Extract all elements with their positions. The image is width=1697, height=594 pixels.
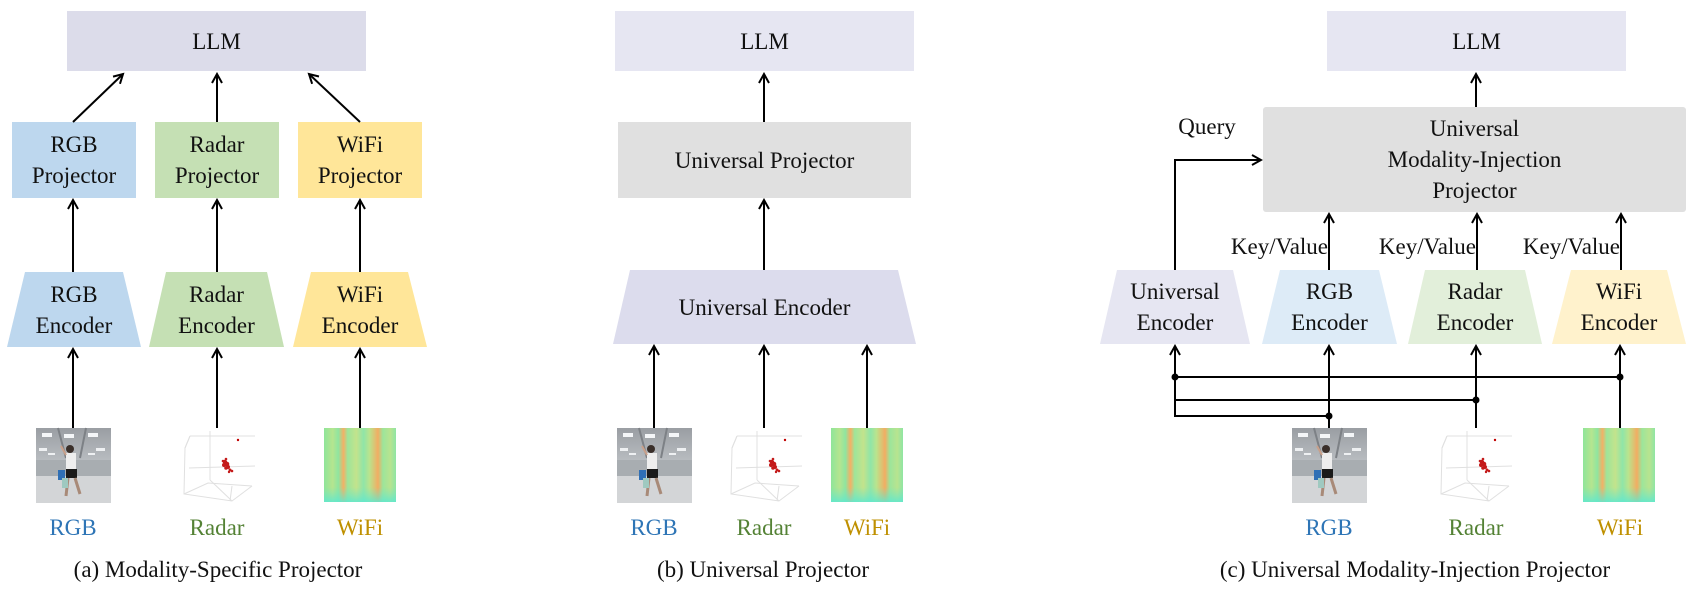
- radar-projector-a: Radar Projector: [155, 122, 279, 198]
- wifi-projector-a: WiFi Projector: [298, 122, 422, 198]
- key-value-label-radar: Key/Value: [1378, 234, 1476, 259]
- rgb-encoder-line2: Encoder: [35, 312, 113, 338]
- rgb-encoder-a: RGB Encoder: [7, 272, 141, 347]
- radar-encoder-line2-c: Encoder: [1436, 310, 1514, 335]
- wifi-input-image-b: [831, 428, 903, 502]
- radar-encoder-line2: Encoder: [178, 312, 255, 338]
- wifi-input-image-a: [324, 428, 396, 502]
- radar-encoder-trapezoid-a: [149, 272, 284, 347]
- universal-encoder-line1-c: Universal: [1130, 279, 1220, 304]
- wifi-input-label-b: WiFi: [843, 515, 891, 540]
- rgb-input-label-a: RGB: [49, 515, 97, 540]
- wifi-encoder-trapezoid-a: [293, 272, 427, 347]
- llm-label-a: LLM: [67, 11, 366, 71]
- radar-encoder-c: Radar Encoder: [1408, 270, 1542, 344]
- wifi-projector-box-a: [298, 122, 422, 198]
- rgb-input-label-c: RGB: [1305, 515, 1353, 540]
- caption-c: (c) Universal Modality-Injection Project…: [1219, 557, 1611, 582]
- mip-projector-line3: Projector: [1432, 178, 1517, 203]
- wifi-input-label-c: WiFi: [1596, 515, 1644, 540]
- universal-projector-box-b: [618, 122, 911, 198]
- caption-b: (b) Universal Projector: [656, 557, 870, 582]
- rgb-input-label-b: RGB: [630, 515, 678, 540]
- universal-encoder-trapezoid-c: [1100, 270, 1250, 344]
- rgb-input-image-c: [1290, 426, 1369, 505]
- wifi-input-image-c: [1583, 428, 1655, 502]
- caption-a: (a) Modality-Specific Projector: [73, 557, 363, 582]
- wifi-encoder-line2-c: Encoder: [1580, 310, 1658, 335]
- radar-input-image-b: [726, 427, 803, 504]
- rgb-encoder-trapezoid-c: [1262, 270, 1397, 344]
- universal-encoder-text-b: Universal Encoder: [678, 294, 851, 320]
- arrow-wifi-projector-to-llm-a: [309, 74, 361, 123]
- query-label: Query: [1178, 114, 1236, 139]
- rgb-projector-line2: Projector: [31, 163, 117, 188]
- key-value-label-rgb: Key/Value: [1230, 234, 1328, 259]
- universal-projector-text-b: Universal Projector: [674, 147, 855, 173]
- llm-box-a: [67, 11, 366, 71]
- llm-label-b: LLM: [615, 11, 914, 71]
- universal-encoder-line2-c: Encoder: [1136, 310, 1214, 335]
- wifi-encoder-trapezoid-c: [1552, 270, 1686, 344]
- universal-encoder-b: Universal Encoder: [613, 270, 916, 344]
- wifi-encoder-line1: WiFi: [336, 281, 384, 307]
- rgb-projector-box-a: [12, 122, 136, 198]
- query-arrow-c: [1174, 160, 1261, 270]
- wifi-encoder-line2: Encoder: [321, 312, 399, 338]
- llm-box-c: [1327, 11, 1626, 71]
- radar-encoder-a: Radar Encoder: [149, 272, 284, 347]
- wire-rgb-to-universal-c: [1174, 377, 1329, 417]
- wifi-encoder-c: WiFi Encoder: [1552, 270, 1686, 344]
- mip-projector-c: Universal Modality-Injection Projector: [1263, 107, 1686, 212]
- radar-projector-box-a: [155, 122, 279, 198]
- junction-dot-universal: [1171, 373, 1179, 381]
- rgb-encoder-line1-c: RGB: [1305, 279, 1354, 304]
- wifi-encoder-line1-c: WiFi: [1595, 279, 1643, 304]
- wifi-input-label-a: WiFi: [336, 515, 384, 540]
- radar-projector-line1: Radar: [189, 132, 245, 157]
- rgb-input-image-a: [34, 426, 113, 505]
- llm-text-c: LLM: [1452, 28, 1501, 54]
- rgb-encoder-line1: RGB: [50, 281, 98, 307]
- radar-input-label-c: Radar: [1448, 515, 1504, 540]
- radar-encoder-trapezoid-c: [1408, 270, 1542, 344]
- radar-input-label-b: Radar: [736, 515, 792, 540]
- universal-encoder-c: Universal Encoder: [1100, 270, 1250, 344]
- wifi-projector-line1: WiFi: [336, 132, 384, 157]
- llm-text-b: LLM: [740, 28, 789, 54]
- key-value-label-wifi: Key/Value: [1522, 234, 1620, 259]
- universal-projector-b: Universal Projector: [618, 122, 911, 198]
- radar-encoder-line1-c: Radar: [1447, 279, 1503, 304]
- mip-projector-line1: Universal: [1429, 116, 1520, 141]
- arrow-rgb-projector-to-llm-a: [72, 74, 123, 123]
- universal-encoder-trapezoid-b: [613, 270, 916, 344]
- mip-projector-box-c: [1263, 107, 1686, 212]
- radar-input-label-a: Radar: [189, 515, 245, 540]
- rgb-encoder-line2-c: Encoder: [1291, 310, 1368, 335]
- llm-label-c: LLM: [1327, 11, 1626, 71]
- junction-dot-radar: [1472, 396, 1480, 404]
- radar-input-image-c: [1436, 427, 1513, 504]
- wifi-encoder-a: WiFi Encoder: [293, 272, 427, 347]
- rgb-encoder-trapezoid-a: [7, 272, 141, 347]
- radar-input-image-a: [179, 427, 256, 504]
- rgb-input-image-b: [615, 426, 694, 505]
- wifi-projector-line2: Projector: [317, 163, 403, 188]
- radar-projector-line2: Projector: [174, 163, 260, 188]
- llm-text-a: LLM: [192, 28, 241, 54]
- radar-encoder-line1: Radar: [189, 281, 244, 307]
- junction-dot-rgb: [1325, 412, 1333, 420]
- llm-box-b: [615, 11, 914, 71]
- rgb-projector-line1: RGB: [50, 132, 98, 157]
- mip-projector-line2: Modality-Injection: [1387, 147, 1562, 172]
- junction-dot-wifi: [1616, 373, 1624, 381]
- rgb-encoder-c: RGB Encoder: [1262, 270, 1397, 344]
- rgb-projector-a: RGB Projector: [12, 122, 136, 198]
